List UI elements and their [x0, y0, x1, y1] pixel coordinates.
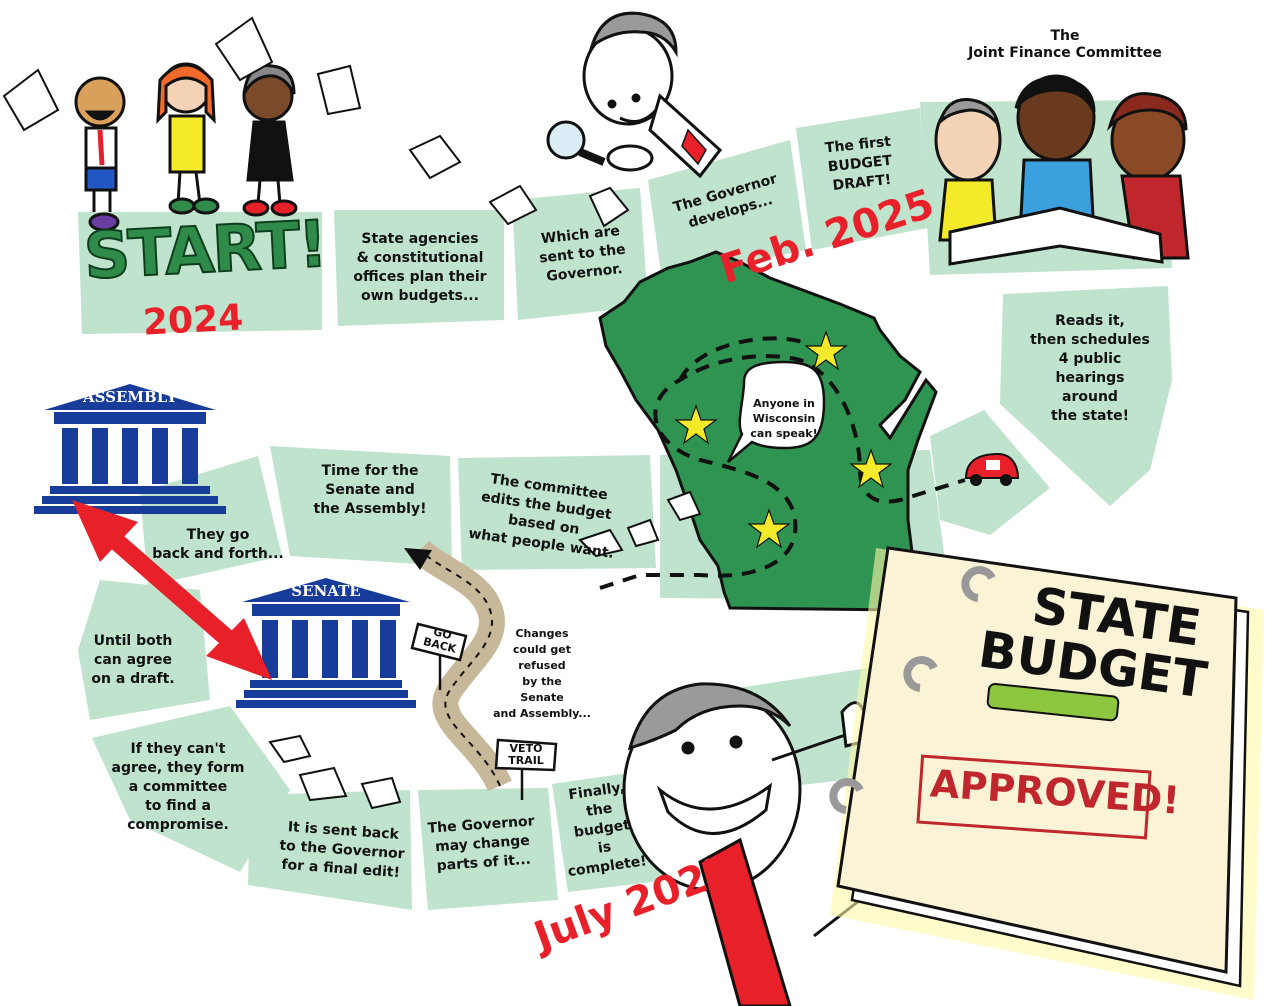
tile-sent-back [248, 790, 412, 910]
tile-senate-assembly [270, 446, 452, 566]
speech-anyone: Anyone in Wisconsin can speak! [750, 397, 818, 440]
assembly-label: ASSEMBLY [83, 388, 177, 406]
hearing-route [599, 354, 966, 590]
go-back-sign-icon [410, 622, 468, 690]
veto-trail-sign-text: VETO TRAIL [508, 742, 544, 767]
star-icon [747, 508, 791, 549]
star-icon [674, 404, 718, 445]
tile-reads [1000, 286, 1172, 506]
senate-label: SENATE [291, 582, 361, 600]
state-budget-book-icon [830, 546, 1264, 1000]
governor-bottom-illustration [622, 682, 872, 1006]
tile-until [78, 580, 210, 720]
step-may-change: The Governor may change parts of it... [427, 813, 536, 875]
car-icon [964, 452, 1020, 486]
double-arrow-icon [72, 500, 272, 680]
senate-building-icon [236, 578, 416, 708]
kids-illustration [74, 62, 298, 232]
step-senate-assembly: Time for the Senate and the Assembly! [313, 463, 427, 517]
tile-develops [648, 140, 806, 280]
step-back-forth: They go back and forth... [152, 527, 284, 562]
up-arrow-icon [404, 548, 432, 570]
step-reads: Reads it, then schedules 4 public hearin… [1030, 313, 1150, 424]
papers-icon [2, 16, 702, 810]
governor-top-illustration [546, 11, 723, 179]
tile-agencies [334, 210, 504, 326]
assembly-building-icon [34, 384, 226, 514]
ring-icon [829, 778, 864, 814]
step-complete: Finally, the budget is complete! [566, 779, 648, 881]
tile-first-draft [796, 108, 928, 250]
tile-sent [512, 188, 648, 320]
start-title: START! [81, 207, 328, 296]
jfc-label: The Joint Finance Committee [968, 28, 1162, 61]
changes-note: Changes could get refused by the Senate … [493, 627, 591, 720]
step-sent: Which are sent to the Governor. [538, 223, 627, 285]
tile-committee [92, 706, 290, 872]
ring-icon [961, 566, 996, 602]
tile-may-change [418, 788, 558, 910]
tile-start [78, 212, 322, 334]
step-committee: If they can't agree, they form a committ… [111, 741, 245, 833]
step-agencies: State agencies & constitutional offices … [353, 231, 487, 304]
star-icon [804, 330, 848, 371]
step-until-agree: Until both can agree on a draft. [91, 633, 175, 687]
star-icon [849, 448, 893, 489]
step-sent-back: It is sent back to the Governor for a fi… [278, 819, 406, 882]
year-2024: 2024 [141, 297, 245, 344]
jfc-illustration [934, 74, 1190, 266]
step-first-draft: The first BUDGET DRAFT! [824, 133, 893, 194]
veto-trail-sign-icon [494, 738, 558, 800]
ring-icon [903, 656, 938, 692]
speech-bubble [726, 360, 826, 463]
